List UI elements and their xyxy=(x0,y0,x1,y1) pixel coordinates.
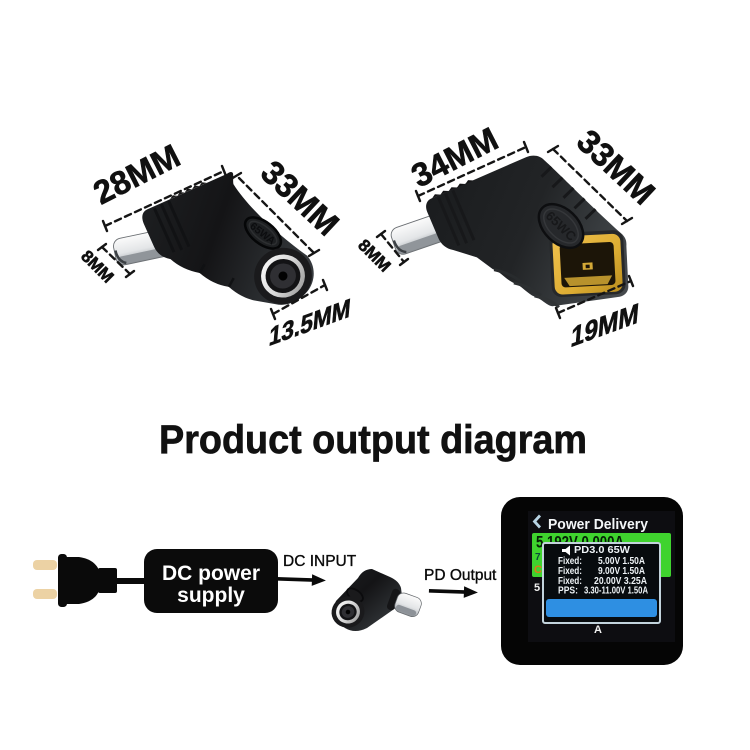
svg-text:PPS:: PPS: xyxy=(558,586,578,597)
svg-text:Product output diagram: Product output diagram xyxy=(159,418,587,462)
svg-text:5: 5 xyxy=(534,582,540,594)
svg-text:3.30-11.00V 1.50A: 3.30-11.00V 1.50A xyxy=(584,586,648,597)
svg-text:DC power: DC power xyxy=(162,562,260,585)
svg-text:5.00V 1.50A: 5.00V 1.50A xyxy=(598,556,645,567)
svg-text:Fixed:: Fixed: xyxy=(558,576,582,587)
svg-text:Fixed:: Fixed: xyxy=(558,556,582,567)
svg-text:DC INPUT: DC INPUT xyxy=(283,553,357,570)
svg-text:Fixed:: Fixed: xyxy=(558,566,582,577)
svg-text:9.00V 1.50A: 9.00V 1.50A xyxy=(598,566,645,577)
svg-text:Power Delivery: Power Delivery xyxy=(548,516,649,533)
svg-text:7: 7 xyxy=(535,552,541,563)
svg-text:PD Output: PD Output xyxy=(424,567,497,584)
svg-text:PD3.0 65W: PD3.0 65W xyxy=(574,545,631,556)
svg-text:A: A xyxy=(594,624,602,636)
svg-text:20.00V 3.25A: 20.00V 3.25A xyxy=(594,576,647,587)
svg-text:C: C xyxy=(534,564,542,576)
svg-text:supply: supply xyxy=(177,584,245,607)
svg-text:19MM: 19MM xyxy=(570,296,641,353)
svg-text:8MM: 8MM xyxy=(77,247,117,287)
